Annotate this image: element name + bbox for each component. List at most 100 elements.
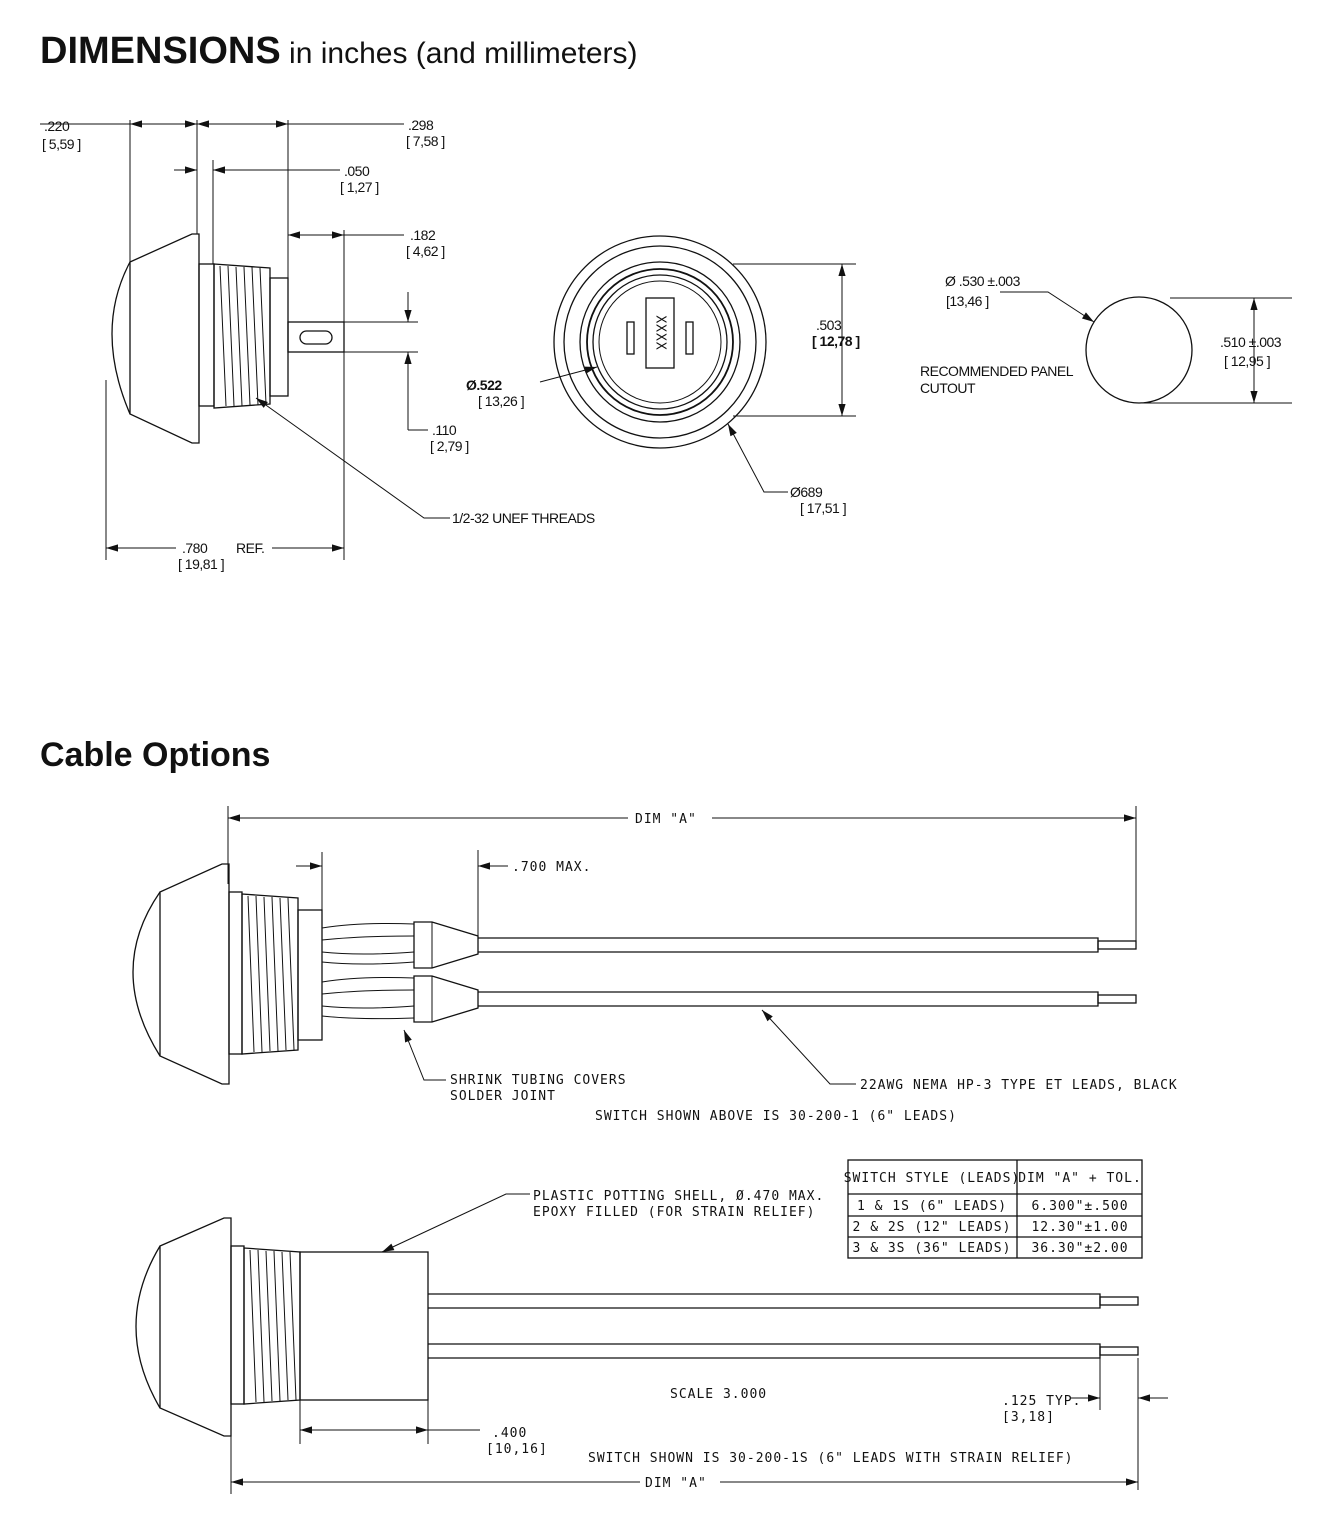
c2-thread-body [243, 1247, 301, 1405]
cable-option-1: DIM "A" .700 MAX. SHRINK TUBING COVERS S… [132, 806, 1178, 1124]
c2-bezel [159, 1217, 232, 1437]
page-title: DIMENSIONS in inches (and millimeters) [40, 30, 637, 72]
cutout-label-1: RECOMMENDED PANEL [920, 363, 1074, 379]
c1-rear [297, 909, 323, 1041]
c2-lead-tip-upper [1099, 1296, 1139, 1306]
dim-182: .182 [410, 227, 436, 243]
front-view: XXXX .503 [ 12,78 ] Ø.522 [ 13,26 ] Ø689… [466, 235, 860, 516]
c1-shrink-upper [413, 921, 479, 969]
front-slot-right [685, 321, 694, 355]
c2-scale: SCALE 3.000 [670, 1387, 767, 1402]
cable-options-title: Cable Options [40, 736, 270, 774]
c1-dome [132, 891, 161, 1057]
c1-threads [247, 895, 295, 1053]
c1-shrink-1: SHRINK TUBING COVERS [450, 1073, 627, 1088]
front-inner [598, 280, 722, 404]
side-view: .220 [ 5,59 ] .298 [ 7,58 ] .050 [ 1,27 … [40, 117, 595, 572]
front-outer-ring [553, 235, 767, 449]
c2-dome [135, 1245, 161, 1409]
side-terminal-hole [299, 330, 333, 345]
table-header-style: SWITCH STYLE (LEADS) [844, 1171, 1021, 1186]
c1-lead-tip-lower [1097, 994, 1137, 1004]
dim-220: .220 [44, 118, 70, 134]
c2-typ-mm: [3,18] [1002, 1410, 1055, 1425]
c1-shrink-lower [413, 975, 479, 1023]
c1-thread-body [241, 893, 299, 1055]
cutout-dia: Ø .530 ±.003 [945, 273, 1021, 289]
front-slot-left [626, 321, 635, 355]
c2-shell-2: EPOXY FILLED (FOR STRAIN RELIEF) [533, 1205, 815, 1220]
dim-689: Ø689 [790, 484, 823, 500]
table-row-1-style: 1 & 1S (6" LEADS) [857, 1199, 1007, 1214]
front-label-plate [645, 297, 675, 369]
front-cap-ring [579, 261, 741, 423]
c2-dim-a: DIM "A" [645, 1476, 707, 1491]
leads-table: SWITCH STYLE (LEADS) DIM "A" + TOL. 1 & … [844, 1159, 1143, 1259]
table-row-2-style: 2 & 2S (12" LEADS) [853, 1220, 1012, 1235]
side-thread-body [213, 263, 271, 409]
c1-max: .700 MAX. [512, 860, 591, 875]
front-lens [592, 274, 728, 410]
c2-shell-1: PLASTIC POTTING SHELL, Ø.470 MAX. [533, 1189, 824, 1204]
c2-typ: .125 TYP. [1002, 1394, 1081, 1409]
c2-nut [230, 1245, 245, 1405]
front-lens-ring [586, 268, 734, 416]
side-dome [111, 261, 131, 415]
side-bezel [129, 233, 200, 444]
dim-298: .298 [408, 117, 434, 133]
dim-182-mm: [ 4,62 ] [406, 243, 445, 259]
title-rest: in inches (and millimeters) [281, 37, 638, 70]
title-bold: DIMENSIONS [40, 30, 281, 72]
dim-522: Ø.522 [466, 377, 502, 393]
table-row-2-dim: 12.30"±1.00 [1031, 1220, 1128, 1235]
c2-lead-lower [428, 1343, 1101, 1359]
panel-cutout: Ø .530 ±.003 [13,46 ] RECOMMENDED PANEL … [920, 273, 1292, 404]
dim-780-mm: [ 19,81 ] [178, 556, 224, 572]
c1-wires-lower [321, 977, 415, 1020]
table-row-3-dim: 36.30"±2.00 [1031, 1241, 1128, 1256]
dim-050-mm: [ 1,27 ] [340, 179, 379, 195]
cutout-circle [1085, 296, 1193, 404]
c2-threads [249, 1249, 297, 1403]
dim-298-mm: [ 7,58 ] [406, 133, 445, 149]
table-row-3-style: 3 & 3S (36" LEADS) [853, 1241, 1012, 1256]
cutout-height-mm: [ 12,95 ] [1224, 353, 1270, 369]
c2-dim-400-mm: [10,16] [486, 1442, 548, 1457]
c1-lead-tip-upper [1097, 940, 1137, 950]
c1-wires-upper [321, 923, 415, 965]
c1-nut [228, 891, 243, 1055]
dim-522-mm: [ 13,26 ] [478, 393, 524, 409]
cutout-dia-mm: [13,46 ] [946, 293, 989, 309]
c1-lead-upper [478, 937, 1099, 953]
c2-dim-400: .400 [492, 1426, 527, 1441]
table-header-dim: DIM "A" + TOL. [1018, 1171, 1142, 1186]
c2-potting-shell [299, 1251, 429, 1401]
c1-shrink-2: SOLDER JOINT [450, 1089, 556, 1104]
dim-220-mm: [ 5,59 ] [42, 136, 81, 152]
dim-689-mm: [ 17,51 ] [800, 500, 846, 516]
c1-leads: 22AWG NEMA HP-3 TYPE ET LEADS, BLACK [860, 1078, 1178, 1093]
c1-bezel [159, 863, 230, 1085]
side-threads [219, 265, 267, 407]
c2-caption: SWITCH SHOWN IS 30-200-1S (6" LEADS WITH… [588, 1451, 1073, 1466]
c1-lead-lower [478, 991, 1099, 1007]
c1-dim-a: DIM "A" [635, 812, 697, 827]
dim-503-mm: [ 12,78 ] [812, 333, 860, 349]
c2-lead-upper [428, 1293, 1101, 1309]
dim-780: .780 [182, 540, 208, 556]
side-terminal [287, 321, 345, 353]
c2-lead-tip-lower [1099, 1346, 1139, 1356]
front-bezel-ring [563, 245, 757, 439]
c1-caption: SWITCH SHOWN ABOVE IS 30-200-1 (6" LEADS… [595, 1109, 957, 1124]
cable-option-2: PLASTIC POTTING SHELL, Ø.470 MAX. EPOXY … [135, 1189, 1168, 1494]
side-rear-housing [269, 277, 289, 397]
cutout-label-2: CUTOUT [920, 380, 976, 396]
dim-780-ref: REF. [236, 540, 264, 556]
front-label-text: XXXX [653, 315, 668, 350]
dim-110-mm: [ 2,79 ] [430, 438, 469, 454]
threads-label: 1/2-32 UNEF THREADS [452, 510, 595, 526]
dim-503: .503 [816, 317, 842, 333]
dim-110: .110 [432, 422, 457, 438]
side-nut [198, 263, 215, 407]
